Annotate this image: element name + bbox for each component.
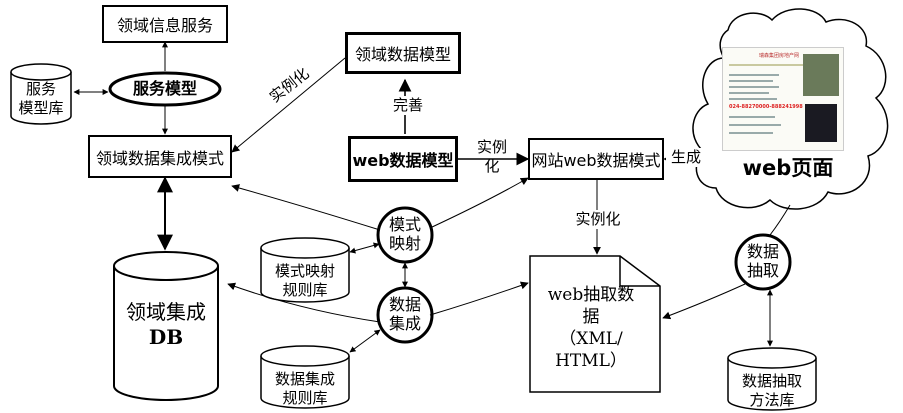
mode-mapping-label: 模式 映射	[385, 215, 425, 253]
service-model-ellipse	[108, 71, 222, 107]
web-extract-line3: （XML/	[559, 329, 623, 350]
web-page-label: web页面	[742, 156, 834, 180]
web-extract-line2: 据	[582, 307, 600, 328]
site-web-data-mode-box: 网站web数据模式	[528, 138, 664, 180]
extraction-method-library-line1: 数据抽取	[741, 372, 802, 390]
web-extract-line4: HTML）	[555, 351, 627, 372]
web-extract-document-shape	[529, 255, 661, 393]
instantiate-label-web-model-line1: 实例	[476, 138, 507, 156]
generate-label: 生成	[666, 148, 706, 167]
data-extraction-line1: 数据	[746, 242, 779, 261]
web-page-thumb-title: 瑞森集团房地产网	[759, 53, 800, 59]
domain-info-service-label: 领域信息服务	[116, 16, 213, 35]
web-extract-document-label: web抽取数 据 （XML/ HTML）	[532, 284, 650, 372]
data-integration-line2: 集成	[388, 314, 421, 334]
web-data-model-label: web数据模型	[352, 151, 454, 170]
web-page-photo-building	[803, 54, 839, 96]
data-integration-line1: 数据	[388, 295, 421, 314]
service-model-library-line2: 模型库	[18, 98, 64, 117]
web-extract-line1: web抽取数	[547, 285, 635, 305]
data-extraction-circle	[734, 233, 792, 291]
web-page-photo-map	[805, 104, 837, 142]
web-page-thumb-phone: 024-88270000-888241998	[729, 104, 803, 110]
domain-db-line2: DB	[148, 325, 184, 349]
web-page-thumbnail: 瑞森集团房地产网 024-88270000-888241998	[722, 47, 844, 151]
mode-mapping-line2: 映射	[388, 234, 421, 254]
mode-mapping-line1: 模式	[388, 215, 421, 234]
service-model-label: 服务模型	[132, 79, 197, 98]
domain-db-cylinder	[113, 251, 219, 401]
data-integration-rules-line2: 规则库	[282, 388, 328, 407]
instantiate-label-extract: 实例化	[568, 210, 628, 229]
extraction-method-library-label: 数据抽取 方法库	[728, 372, 816, 410]
mode-mapping-rules-line1: 模式映射	[274, 262, 335, 280]
domain-data-model-label: 领域数据模型	[354, 45, 451, 64]
domain-data-model-box: 领域数据模型	[345, 32, 461, 74]
domain-db-line1: 领域集成	[126, 300, 206, 324]
data-extraction-label: 数据 抽取	[743, 242, 783, 280]
data-integration-circle	[376, 286, 434, 344]
mode-mapping-rules-line2: 规则库	[282, 280, 328, 299]
site-web-data-mode-label: 网站web数据模式	[531, 151, 661, 170]
perfect-label: 完善	[388, 96, 428, 115]
service-model-library-label: 服务 模型库	[11, 80, 71, 118]
domain-db-label: 领域集成 DB	[114, 300, 218, 350]
service-model-library-line1: 服务	[25, 80, 56, 98]
domain-info-service-box: 领域信息服务	[102, 5, 228, 43]
instantiate-label-web-model: 实例 化	[474, 138, 510, 176]
data-integration-label: 数据 集成	[385, 295, 425, 333]
data-extraction-line2: 抽取	[746, 261, 779, 281]
mode-mapping-rules-label: 模式映射 规则库	[261, 262, 349, 300]
extraction-method-library-line2: 方法库	[749, 390, 795, 409]
data-integration-rules-cylinder	[260, 345, 350, 409]
data-integration-rules-label: 数据集成 规则库	[261, 370, 349, 408]
extraction-method-library-cylinder	[727, 347, 817, 411]
web-data-model-box: web数据模型	[348, 136, 458, 182]
instantiate-label-web-model-line2: 化	[484, 156, 500, 175]
domain-integration-mode-label: 领域数据集成模式	[95, 148, 224, 168]
service-model-library-cylinder	[10, 63, 72, 125]
data-integration-rules-line1: 数据集成	[274, 370, 335, 388]
mode-mapping-circle	[376, 206, 434, 264]
domain-integration-mode-box: 领域数据集成模式	[88, 135, 232, 178]
